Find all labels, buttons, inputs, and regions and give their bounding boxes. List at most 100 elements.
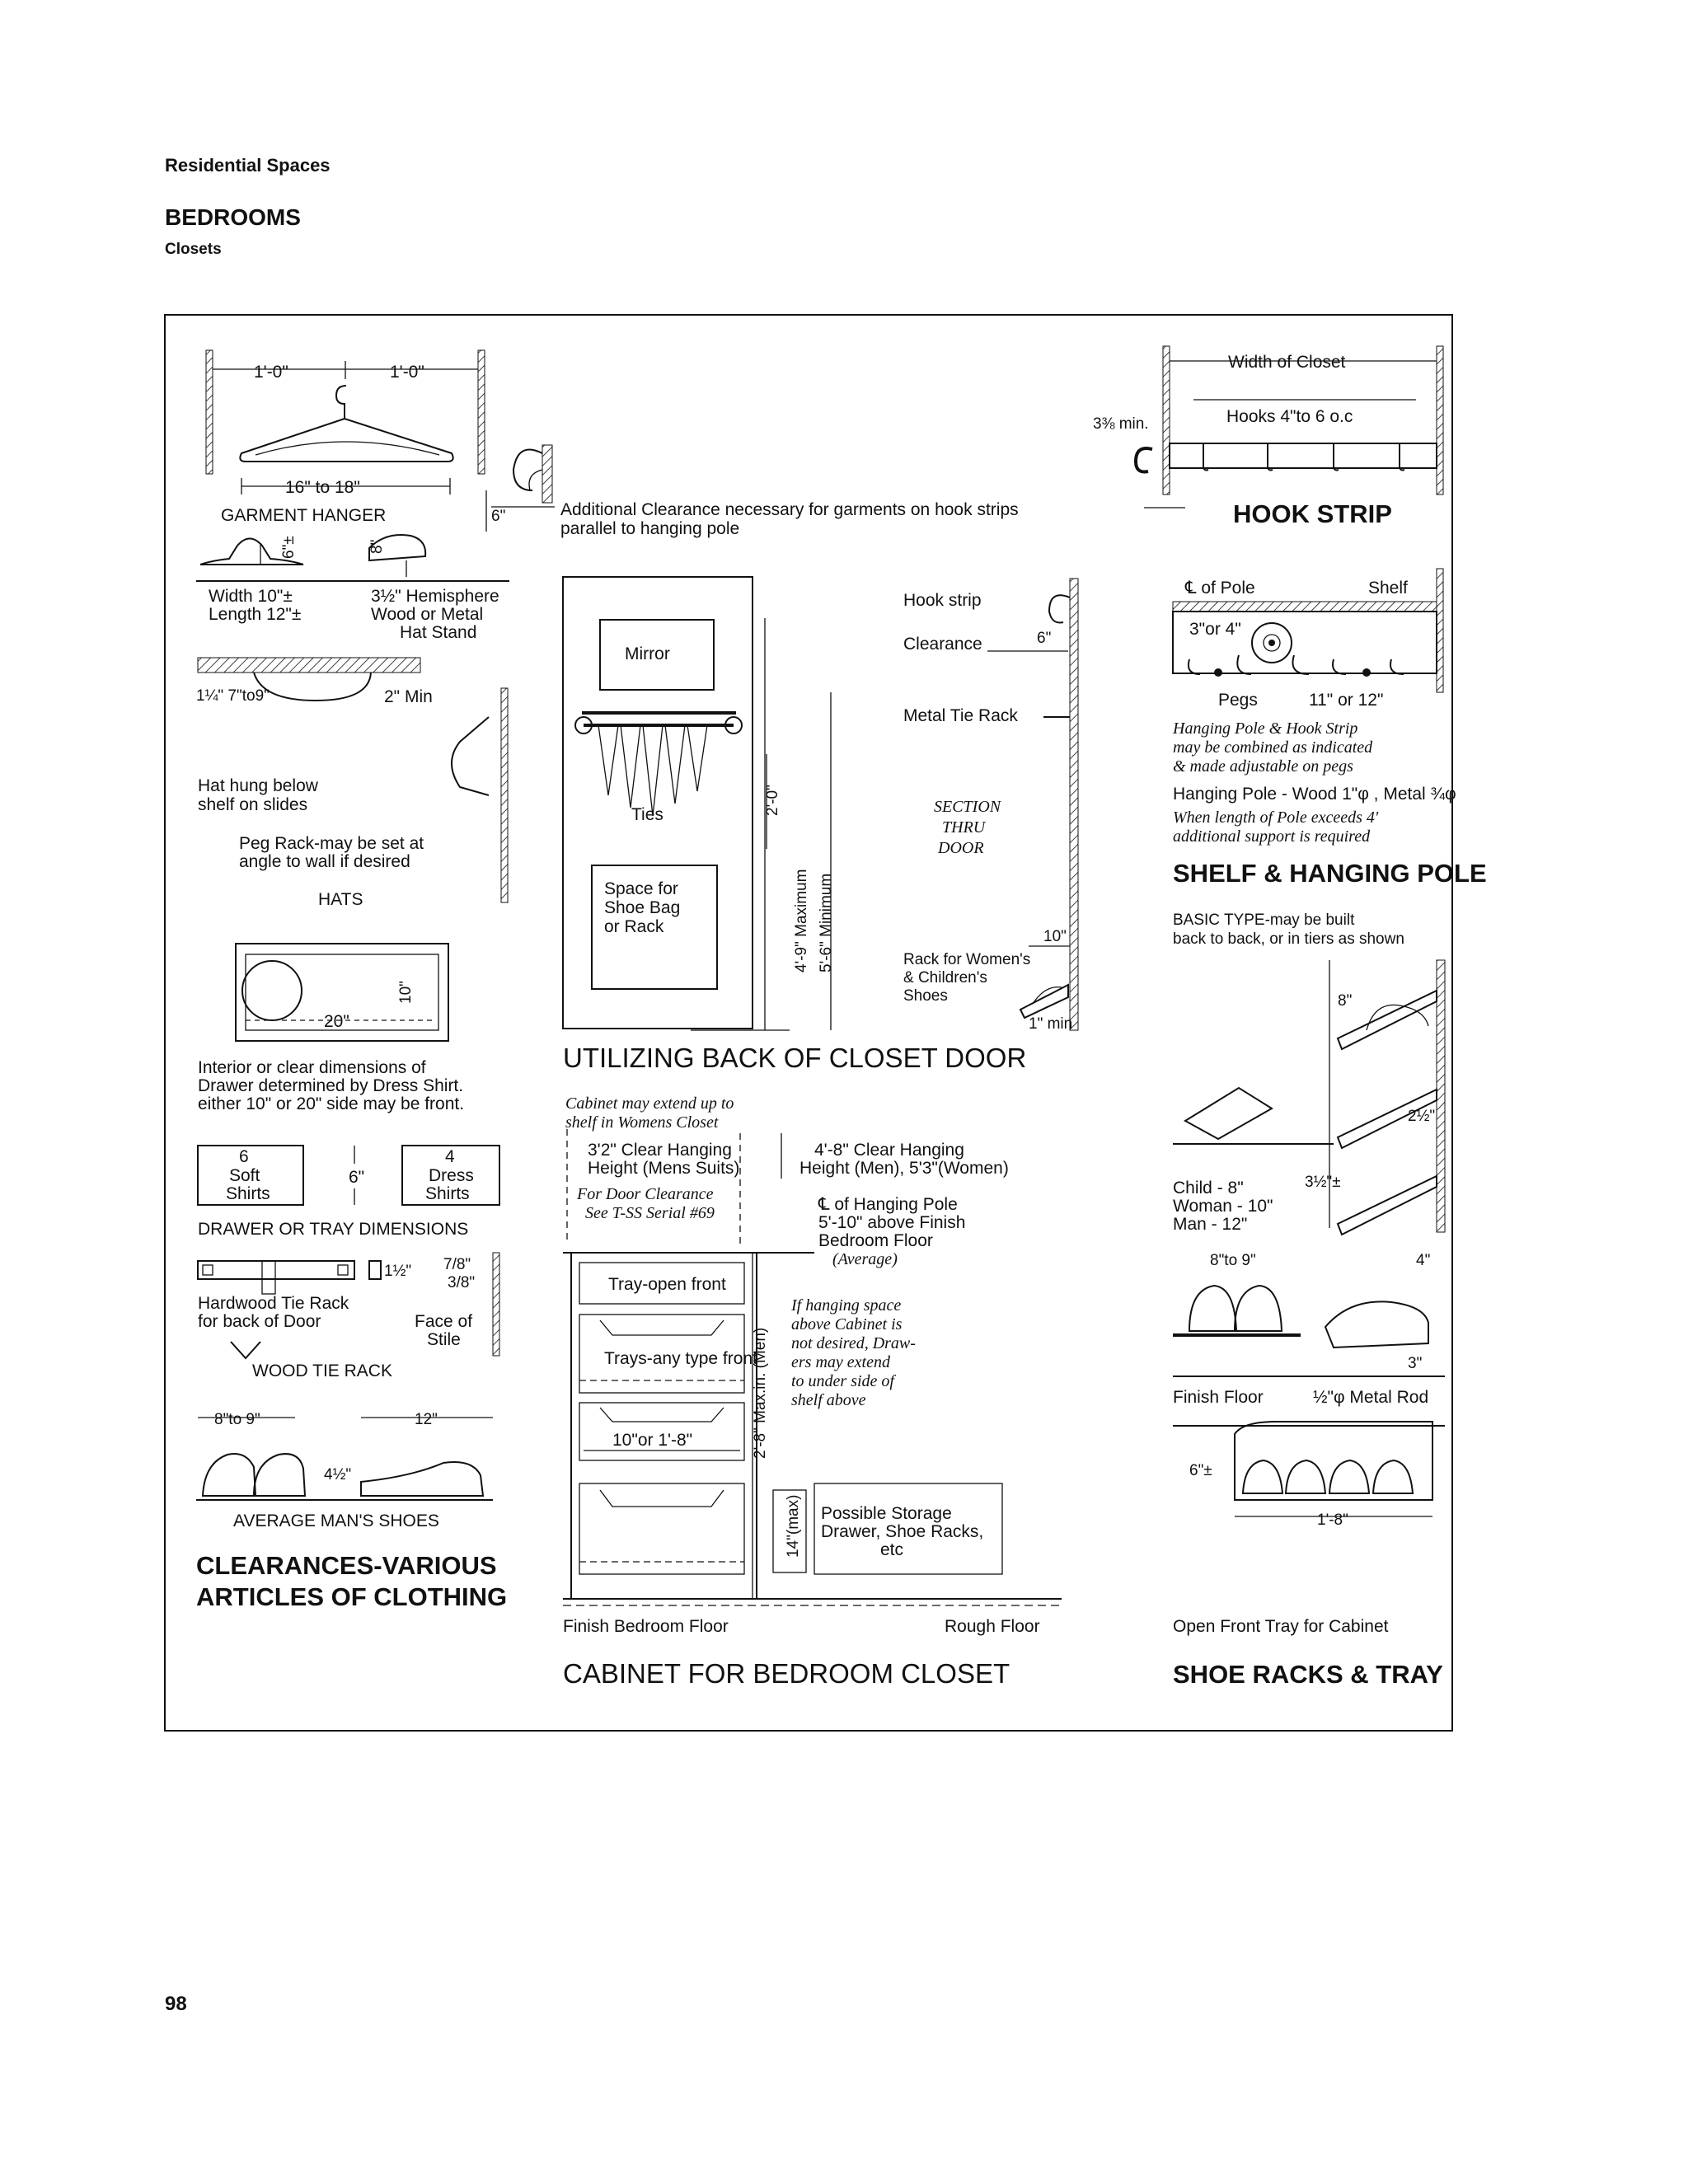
child-dim: Child - 8" bbox=[1173, 1179, 1244, 1197]
pole-1: ℄ of Hanging Pole bbox=[818, 1195, 958, 1214]
shoe-4half: 4½" bbox=[324, 1466, 351, 1483]
dim-8: 8" bbox=[1338, 992, 1352, 1010]
mirror-label: Mirror bbox=[625, 644, 670, 663]
cab-note-1b: If hanging space bbox=[790, 1296, 901, 1315]
dim-4: 4" bbox=[1416, 1252, 1430, 1269]
add-clear-1: Additional Clearance necessary for garme… bbox=[560, 500, 1019, 519]
page-number: 98 bbox=[165, 1993, 187, 2015]
peg-rack-1: Peg Rack-may be set at bbox=[239, 834, 424, 853]
cab-note-6b: shelf above bbox=[791, 1391, 866, 1409]
hanger-width: 16" to 18" bbox=[285, 478, 360, 497]
soft-count: 6 bbox=[239, 1147, 249, 1166]
garment-hanger-label: GARMENT HANGER bbox=[221, 506, 386, 525]
max-28: 2'-8" Max.in. (Men) bbox=[752, 1328, 769, 1459]
tie-dim-b: 3/8" bbox=[448, 1274, 475, 1291]
dress-count: 4 bbox=[445, 1147, 455, 1166]
woman-dim: Woman - 10" bbox=[1173, 1197, 1273, 1216]
clear-32b: Height (Mens Suits) bbox=[588, 1159, 739, 1178]
door-clear-1: For Door Clearance bbox=[576, 1185, 714, 1203]
additional-clearance-note: Additional Clearance necessary for garme… bbox=[491, 444, 1185, 538]
hooks-spacing: Hooks 4"to 6 o.c bbox=[1226, 407, 1353, 426]
sp-note-1: Hanging Pole & Hook Strip bbox=[1172, 719, 1357, 738]
hat-stand: Hat Stand bbox=[400, 623, 476, 642]
hook-strip-caption: HOOK STRIP bbox=[1233, 499, 1392, 528]
drawer-height-6: 6" bbox=[349, 1168, 364, 1187]
cab-note-2: shelf in Womens Closet bbox=[565, 1113, 719, 1132]
space-for-1: Space for bbox=[604, 879, 678, 898]
hat-dim-a: 6"± bbox=[280, 536, 298, 559]
cabinet-panel: Cabinet may extend up to shelf in Womens… bbox=[563, 1094, 1062, 1689]
dim-10b: 10" bbox=[1043, 928, 1067, 945]
page-subtitle: Closets bbox=[165, 241, 222, 258]
cab-note-4b: ers may extend bbox=[791, 1353, 891, 1371]
storage-2: Drawer, Shoe Racks, bbox=[821, 1522, 983, 1541]
tie-dim-a: 7/8" bbox=[443, 1256, 471, 1273]
clothing-caption-2: ARTICLES OF CLOTHING bbox=[196, 1582, 507, 1611]
dim-6pm: 6"± bbox=[1189, 1462, 1212, 1479]
pegs-label: Pegs bbox=[1218, 691, 1258, 710]
cl-pole: ℄ of Pole bbox=[1184, 579, 1255, 598]
shoe-racks-panel: BASIC TYPE-may be built back to back, or… bbox=[1173, 912, 1446, 1689]
shelf-label: Shelf bbox=[1368, 579, 1408, 598]
hardwood-2: for back of Door bbox=[198, 1312, 321, 1331]
clear-32a: 3'2" Clear Hanging bbox=[588, 1141, 732, 1160]
section-heading: Residential Spaces bbox=[165, 155, 331, 176]
hat-hung-2: shelf on slides bbox=[198, 795, 307, 814]
dim-3or4: 3"or 4" bbox=[1189, 620, 1241, 639]
dim-3half: 3½"± bbox=[1305, 1174, 1341, 1191]
dim-11: 11" or 12" bbox=[1309, 691, 1383, 710]
shelf-pole-panel: ℄ of Pole Shelf 3"or 4" Pegs 11" or 12" … bbox=[1172, 568, 1487, 888]
back-of-door-panel: Mirror Ties Space for Shoe Bag or Rack 2… bbox=[562, 576, 1079, 1073]
cabinet-caption: CABINET FOR BEDROOM CLOSET bbox=[563, 1658, 1010, 1689]
max-49: 4'-9" Maximum bbox=[793, 869, 810, 972]
drawer-dim-20: 20" bbox=[324, 1012, 349, 1031]
basic-2: back to back, or in tiers as shown bbox=[1173, 930, 1404, 948]
dim-8to9: 8"to 9" bbox=[1210, 1252, 1256, 1269]
dress-shirts-1: Dress bbox=[429, 1166, 474, 1185]
cab-note-1: Cabinet may extend up to bbox=[565, 1094, 734, 1113]
hat-hung-1: Hat hung below bbox=[198, 776, 319, 795]
dim-2half: 2½" bbox=[1408, 1108, 1435, 1125]
shoe-8to9: 8"to 9" bbox=[214, 1411, 260, 1428]
interior-2: Drawer determined by Dress Shirt. bbox=[198, 1076, 463, 1095]
pole-4: (Average) bbox=[832, 1250, 898, 1268]
diagram-frame bbox=[164, 314, 1453, 1732]
basic-1: BASIC TYPE-may be built bbox=[1173, 912, 1355, 929]
hardwood-1: Hardwood Tie Rack bbox=[198, 1294, 349, 1313]
soft-shirts-2: Shirts bbox=[226, 1184, 270, 1203]
section-1: SECTION bbox=[934, 798, 1002, 816]
storage-1: Possible Storage bbox=[821, 1504, 952, 1523]
section-2: THRU bbox=[942, 818, 987, 837]
hats-label: HATS bbox=[318, 890, 363, 909]
hook-strip-label: Hook strip bbox=[903, 591, 982, 610]
clothing-clearances-panel: 1'-0" 1'-0" 16" to 18" GARMENT HANGER 6"… bbox=[196, 349, 509, 1611]
drawer-dim-10: 10" bbox=[397, 981, 415, 1004]
space-for-3: or Rack bbox=[604, 917, 664, 936]
slide-dims: 1¼" 7"to9" bbox=[196, 687, 270, 705]
dim-2ft: 2'-0" bbox=[764, 785, 781, 816]
section-3: DOOR bbox=[937, 839, 984, 857]
clear-48a: 4'-8" Clear Hanging bbox=[814, 1141, 964, 1160]
trays-any-label: Trays-any type front bbox=[604, 1349, 757, 1368]
finish-bedroom-floor: Finish Bedroom Floor bbox=[563, 1617, 729, 1636]
hemisphere: 3½" Hemisphere bbox=[371, 587, 499, 606]
dress-shirts-2: Shirts bbox=[425, 1184, 470, 1203]
max-14: 14"(max) bbox=[785, 1495, 802, 1558]
dim-1ft-a: 1'-0" bbox=[254, 363, 288, 382]
drawer-dims-label: DRAWER OR TRAY DIMENSIONS bbox=[198, 1220, 468, 1239]
cab-note-5b: to under side of bbox=[791, 1372, 896, 1390]
rack-women-2: & Children's bbox=[903, 969, 987, 987]
pole-3: Bedroom Floor bbox=[818, 1231, 933, 1250]
metal-tie-label: Metal Tie Rack bbox=[903, 706, 1018, 725]
hat-dim-b: 8" bbox=[368, 540, 386, 554]
shelf-pole-caption: SHELF & HANGING POLE bbox=[1173, 859, 1487, 888]
dim-1-min: 1" min bbox=[1029, 1015, 1072, 1033]
rough-floor: Rough Floor bbox=[945, 1617, 1040, 1636]
back-door-caption: UTILIZING BACK OF CLOSET DOOR bbox=[563, 1043, 1026, 1073]
ties-label: Ties bbox=[631, 805, 663, 824]
wood-tie-rack-label: WOOD TIE RACK bbox=[252, 1361, 392, 1380]
wood-metal: Wood or Metal bbox=[371, 605, 483, 624]
dim-18: 1'-8" bbox=[1317, 1511, 1348, 1529]
avg-shoes-label: AVERAGE MAN'S SHOES bbox=[233, 1511, 439, 1530]
man-dim: Man - 12" bbox=[1173, 1215, 1247, 1234]
